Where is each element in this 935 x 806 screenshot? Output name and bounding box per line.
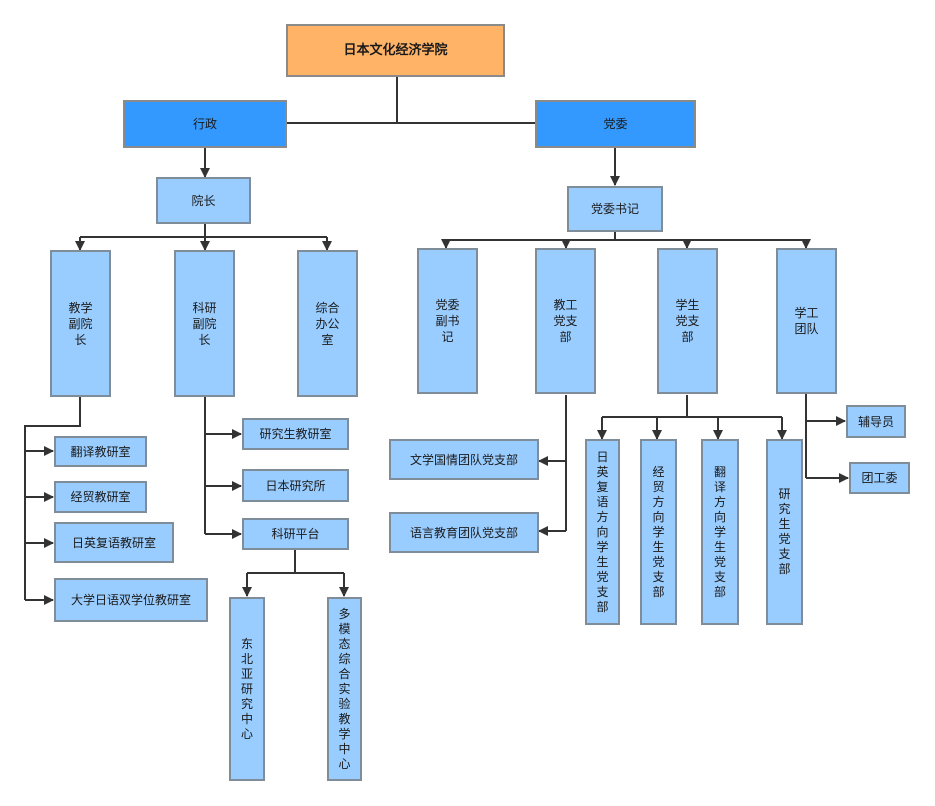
student-branch-multilang: 日英复语方向学生党支部 bbox=[585, 439, 620, 625]
link-dean-bar bbox=[80, 224, 327, 238]
student-branch-item-label: 日英复语方向学生党支部 bbox=[596, 449, 609, 614]
staff-team-language: 语言教育团队党支部 bbox=[389, 512, 539, 553]
youth-unit-label: 团工委 bbox=[861, 471, 898, 485]
league-committee-node: 团工委 bbox=[849, 462, 910, 494]
platform-neasia-center: 东北亚研究中心 bbox=[229, 597, 265, 781]
teaching-office-double-degree: 大学日语双学位教研室 bbox=[54, 578, 208, 622]
link-student-bar bbox=[602, 395, 782, 418]
deputy-secretary-node: 党委副书记 bbox=[417, 248, 478, 394]
dean-label: 院长 bbox=[191, 193, 216, 208]
vice-dean-teaching-label: 教学副院长 bbox=[68, 300, 93, 347]
youth-unit-label: 辅导员 bbox=[857, 414, 894, 429]
teaching-office-label: 日英复语教研室 bbox=[71, 535, 156, 550]
link-teaching-trunk bbox=[24, 397, 81, 600]
research-unit-label: 日本研究所 bbox=[265, 478, 326, 493]
party-label: 党委 bbox=[603, 117, 628, 131]
platform-label: 多模态综合实验教学中心 bbox=[338, 606, 351, 771]
youth-league-label: 学工团队 bbox=[794, 306, 819, 336]
student-branch-label: 学生党支部 bbox=[675, 298, 700, 344]
vice-dean-research-label: 科研副院长 bbox=[192, 300, 217, 347]
student-branch-trade: 经贸方向学生党支部 bbox=[640, 439, 677, 625]
link-platform-bar bbox=[247, 550, 344, 574]
student-branch-grad: 研究生党支部 bbox=[766, 439, 803, 625]
teaching-office-translation: 翻译教研室 bbox=[54, 436, 147, 467]
counselor-node: 辅导员 bbox=[846, 405, 906, 438]
research-unit-grad: 研究生教研室 bbox=[242, 418, 349, 450]
party-secretary-label: 党委书记 bbox=[590, 202, 639, 216]
teaching-office-multilang: 日英复语教研室 bbox=[54, 522, 174, 563]
general-office-node: 综合办公室 bbox=[297, 250, 358, 397]
link-root-bar bbox=[287, 77, 535, 124]
teaching-office-label: 大学日语双学位教研室 bbox=[70, 593, 191, 607]
student-branch-item-label: 研究生党支部 bbox=[778, 487, 791, 576]
root-node: 日本文化经济学院 bbox=[286, 24, 505, 77]
teaching-office-trade: 经贸教研室 bbox=[54, 481, 147, 513]
link-secretary-bar bbox=[446, 232, 806, 241]
vice-dean-research-node: 科研副院长 bbox=[174, 250, 235, 397]
research-unit-platform: 科研平台 bbox=[242, 518, 349, 550]
staff-branch-node: 教工党支部 bbox=[535, 248, 596, 394]
youth-league-node: 学工团队 bbox=[776, 248, 837, 394]
student-branch-item-label: 经贸方向学生党支部 bbox=[652, 464, 665, 599]
vice-dean-teaching-node: 教学副院长 bbox=[50, 250, 111, 397]
teaching-office-label: 经贸教研室 bbox=[70, 490, 131, 504]
admin-label: 行政 bbox=[192, 117, 217, 131]
staff-team-label: 语言教育团队党支部 bbox=[409, 525, 518, 540]
teaching-office-label: 翻译教研室 bbox=[70, 444, 131, 459]
deputy-secretary-label: 党委副书记 bbox=[435, 298, 460, 344]
platform-label: 东北亚研究中心 bbox=[240, 636, 253, 741]
staff-team-literature: 文学国情团队党支部 bbox=[389, 439, 539, 480]
research-unit-label: 科研平台 bbox=[271, 527, 320, 541]
dean-node: 院长 bbox=[156, 177, 251, 224]
general-office-label: 综合办公室 bbox=[315, 300, 340, 347]
party-node: 党委 bbox=[535, 100, 696, 148]
staff-team-label: 文学国情团队党支部 bbox=[409, 452, 518, 467]
root-label: 日本文化经济学院 bbox=[343, 42, 448, 58]
student-branch-node: 学生党支部 bbox=[657, 248, 718, 394]
research-unit-label: 研究生教研室 bbox=[259, 427, 332, 441]
party-secretary-node: 党委书记 bbox=[567, 186, 663, 232]
student-branch-translation: 翻译方向学生党支部 bbox=[701, 439, 739, 625]
platform-lab-center: 多模态综合实验教学中心 bbox=[327, 597, 362, 781]
research-unit-japan-institute: 日本研究所 bbox=[242, 469, 349, 502]
admin-node: 行政 bbox=[123, 100, 287, 148]
staff-branch-label: 教工党支部 bbox=[553, 298, 578, 344]
student-branch-item-label: 翻译方向学生党支部 bbox=[713, 464, 726, 599]
